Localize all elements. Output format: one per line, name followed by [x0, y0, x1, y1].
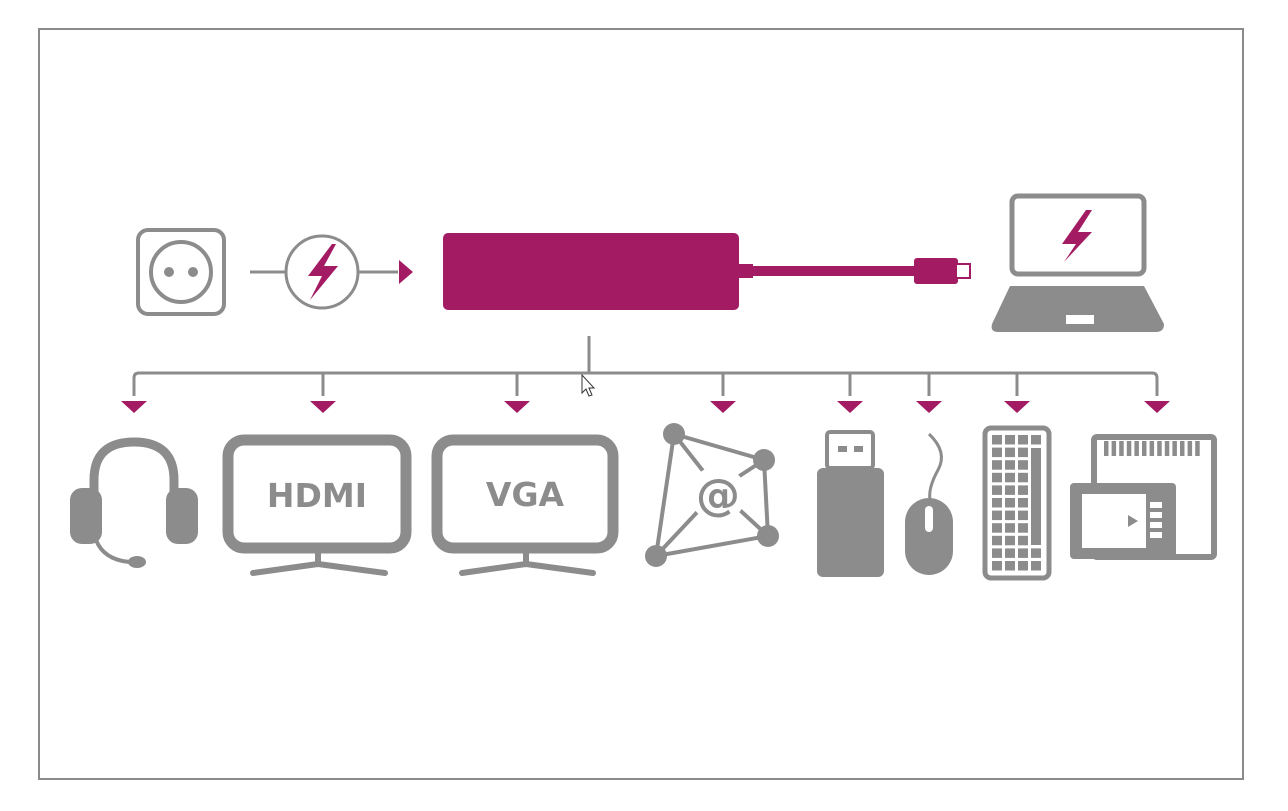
network-email-icon: @ — [645, 423, 779, 567]
vga-label: VGA — [486, 475, 565, 514]
usb-c-hub-icon — [443, 233, 971, 310]
diagram-frame — [38, 28, 1244, 780]
vga-monitor-icon: VGA — [431, 434, 619, 576]
usb-drive-icon — [817, 430, 884, 577]
power-bolt-icon — [250, 234, 413, 310]
headset-icon — [70, 437, 198, 568]
cursor-icon — [581, 373, 596, 397]
laptop-icon — [991, 193, 1164, 332]
power-outlet-icon — [136, 228, 226, 316]
hdmi-label: HDMI — [267, 476, 367, 515]
distribution-lines — [132, 336, 1159, 396]
mouse-icon — [905, 432, 953, 575]
output-arrows — [121, 401, 1170, 413]
hdmi-monitor-icon: HDMI — [222, 434, 412, 576]
email-label: @ — [696, 470, 740, 521]
sd-card-reader-icon — [1070, 434, 1217, 560]
keyboard-icon — [982, 425, 1052, 581]
